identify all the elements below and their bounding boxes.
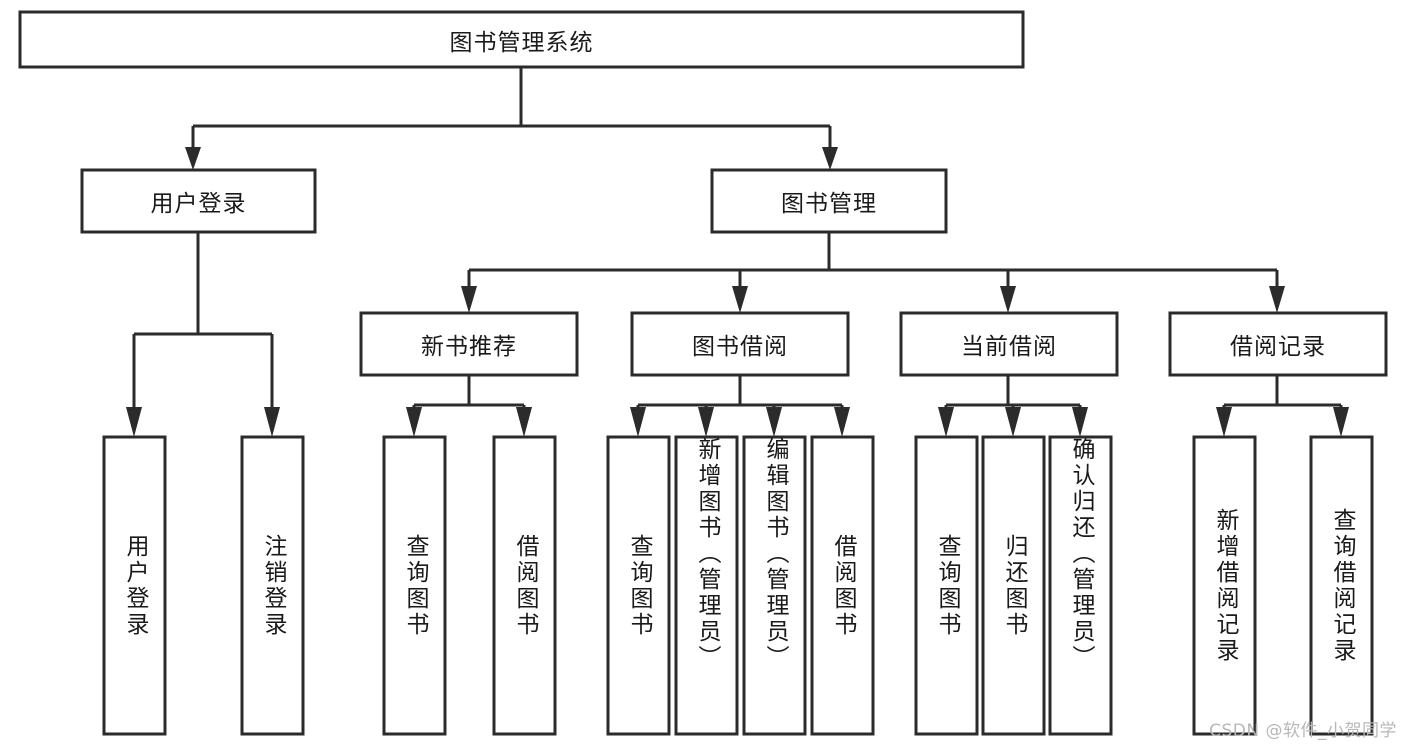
arrow-head-level1-1: [822, 147, 838, 170]
node-borrow-record-box[interactable]: [1168, 311, 1388, 377]
node-new-book-box[interactable]: [359, 311, 579, 377]
arrow-head-current-2: [1072, 407, 1088, 437]
node-book-manage-box[interactable]: [710, 168, 948, 234]
leaf-box-user-login-1[interactable]: [240, 435, 305, 736]
leaf-box-current-2[interactable]: [1048, 435, 1113, 736]
arrow-head-level2-0: [461, 286, 477, 313]
arrow-head-borrow-1: [698, 407, 714, 437]
node-user-login-box[interactable]: [80, 168, 317, 234]
arrow-head-newbook-0: [406, 407, 422, 437]
leaf-box-borrow-2[interactable]: [742, 435, 807, 736]
leaf-box-record-1[interactable]: [1309, 435, 1374, 736]
arrow-head-level2-2: [1000, 286, 1016, 313]
arrow-head-borrow-2: [766, 407, 782, 437]
node-root-box[interactable]: [18, 10, 1025, 69]
arrow-head-record-0: [1216, 407, 1232, 437]
arrow-head-level2-3: [1269, 286, 1285, 313]
leaf-box-current-1[interactable]: [981, 435, 1046, 736]
leaf-box-borrow-3[interactable]: [810, 435, 875, 736]
arrow-head-newbook-1: [516, 407, 532, 437]
arrow-head-level1-0: [185, 147, 201, 170]
node-book-borrow-box[interactable]: [630, 311, 850, 377]
leaf-box-new-book-0[interactable]: [382, 435, 447, 736]
node-current-borrow-box[interactable]: [899, 311, 1119, 377]
arrow-head-borrow-0: [630, 407, 646, 437]
leaf-box-record-0[interactable]: [1192, 435, 1257, 736]
leaf-box-user-login-0[interactable]: [102, 435, 167, 736]
leaf-box-new-book-1[interactable]: [492, 435, 557, 736]
arrow-head-current-0: [938, 407, 954, 437]
arrow-head-record-1: [1333, 407, 1349, 437]
arrow-head-borrow-3: [834, 407, 850, 437]
leaf-box-current-0[interactable]: [914, 435, 979, 736]
arrow-head-current-1: [1005, 407, 1021, 437]
watermark-text: CSDN @软件_小贺同学: [1209, 721, 1397, 741]
arrow-head-userlogin-0: [126, 407, 142, 437]
leaf-box-borrow-0[interactable]: [606, 435, 671, 736]
arrow-head-level2-1: [732, 286, 748, 313]
leaf-box-borrow-1[interactable]: [674, 435, 739, 736]
arrow-head-userlogin-1: [264, 407, 280, 437]
